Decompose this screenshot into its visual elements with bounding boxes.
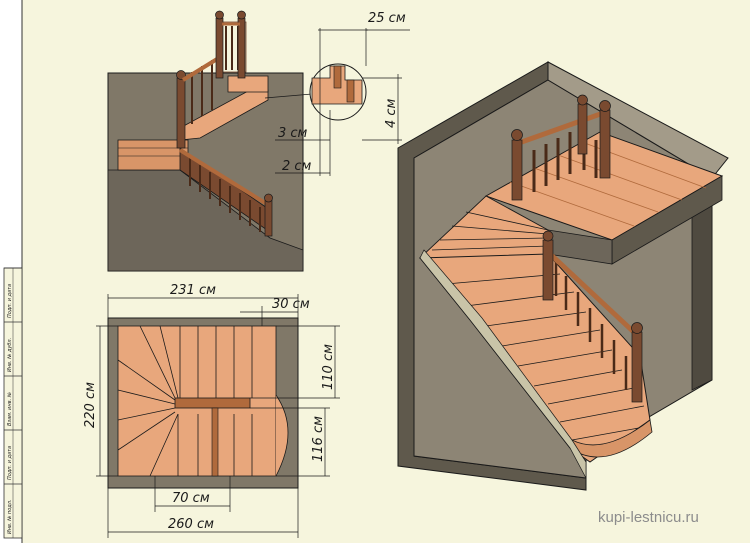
tread-thickness-label: 3 см xyxy=(278,126,308,141)
title-block-cell-4: Подп. и дата xyxy=(7,446,13,480)
landing-gap-label: 30 см xyxy=(272,297,310,312)
total-width-label: 260 см xyxy=(168,517,214,532)
tread-detail-view: 25 см 4 см 3 см 2 см xyxy=(275,11,410,176)
title-block-cell-5: Инв. № подл. xyxy=(7,500,13,535)
watermark-text: kupi-lestnicu.ru xyxy=(598,509,699,526)
post-offset-label: 70 см xyxy=(172,491,210,506)
detail-height-label: 4 см xyxy=(384,98,399,128)
plan-width-label: 231 см xyxy=(170,283,216,298)
side-elevation-view xyxy=(107,10,313,272)
lower-run-label: 116 см xyxy=(311,416,326,462)
title-block: Подп. и дата Инв. № дубл. Взам. инв. № П… xyxy=(3,267,23,539)
plan-view: 231 см 30 см 220 см 110 см 116 см 70 см … xyxy=(83,283,340,538)
isometric-view xyxy=(397,61,729,491)
upper-run-label: 110 см xyxy=(321,344,336,390)
title-block-cell-3: Взам. инв. № xyxy=(7,392,13,426)
plan-depth-label: 220 см xyxy=(83,382,98,428)
nosing-label: 2 см xyxy=(282,159,312,174)
detail-width-label: 25 см xyxy=(368,11,406,26)
title-block-cell-1: Подп. и дата xyxy=(7,284,13,318)
title-block-cell-2: Инв. № дубл. xyxy=(7,338,13,372)
